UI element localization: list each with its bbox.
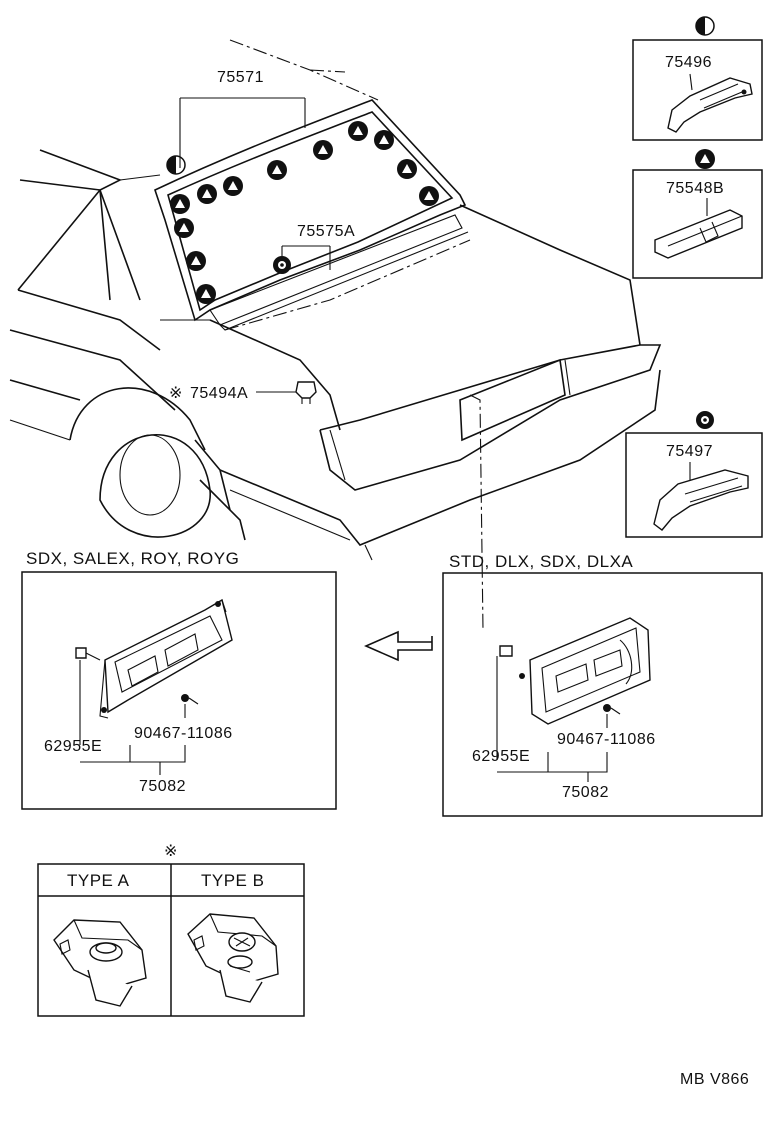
clip-62955e-right — [499, 645, 513, 657]
license-bracket-left-illustration — [99, 598, 233, 719]
triangle-clip-icon — [186, 251, 206, 271]
triangle-clip-icon — [419, 186, 439, 206]
triangle-clip-icon — [397, 159, 417, 179]
variant-header-left: SDX, SALEX, ROY, ROYG — [26, 549, 239, 568]
triangle-clip-icon — [267, 160, 287, 180]
clip-position-markers — [170, 121, 439, 304]
triangle-clip-icon — [196, 284, 216, 304]
part-box-75496 — [632, 39, 763, 141]
part-box-75548b — [632, 169, 763, 279]
part-label-75497: 75497 — [666, 443, 713, 460]
clip-type-a-illustration — [53, 919, 147, 1007]
screw-90467-right — [603, 704, 621, 715]
type-b-header: TYPE B — [201, 871, 264, 890]
callout-75575a: 75575A — [281, 223, 355, 270]
asterisk-mark: ※ — [169, 385, 183, 402]
ring-circle-icon — [273, 256, 291, 274]
variant-box-right — [442, 572, 763, 817]
asterisk-mark-table: ※ — [164, 843, 178, 860]
part-label-75571: 75571 — [217, 69, 264, 86]
triangle-clip-icon — [197, 184, 217, 204]
arrow-left-icon — [364, 630, 433, 662]
part-label-90467-left: 90467-11086 — [134, 725, 233, 742]
triangle-clip-icon — [348, 121, 368, 141]
type-a-header: TYPE A — [67, 871, 130, 890]
part-box-75497 — [625, 432, 763, 538]
screw-90467-left — [181, 694, 199, 705]
triangle-clip-icon — [174, 218, 194, 238]
clip-75548b-illustration — [654, 198, 743, 259]
half-circle-icon — [166, 155, 186, 175]
footer-code: MB V866 — [680, 1071, 749, 1088]
half-circle-icon — [695, 16, 715, 36]
triangle-clip-icon — [313, 140, 333, 160]
part-label-75575a: 75575A — [297, 223, 355, 240]
part-label-90467-right: 90467-11086 — [557, 731, 656, 748]
triangle-clip-icon — [695, 149, 715, 169]
bracket-75497-illustration — [653, 462, 749, 531]
car-body-illustration — [9, 39, 662, 631]
part-label-75548b: 75548B — [666, 180, 724, 197]
triangle-clip-icon — [170, 194, 190, 214]
part-label-75496: 75496 — [665, 54, 712, 71]
clip-62955e-left — [75, 647, 101, 661]
callout-75571: 75571 — [179, 69, 306, 168]
callout-75494a: ※ 75494A — [169, 381, 317, 404]
ring-circle-icon — [696, 411, 714, 429]
variant-header-right: STD, DLX, SDX, DLXA — [449, 552, 633, 571]
clip-type-b-illustration — [187, 913, 279, 1003]
triangle-clip-icon — [223, 176, 243, 196]
bracket-75496-illustration — [667, 73, 753, 133]
license-bracket-right-illustration — [519, 617, 651, 725]
part-label-62955e-right: 62955E — [472, 748, 530, 765]
part-label-75082-left: 75082 — [139, 778, 186, 795]
part-label-75494a: 75494A — [190, 385, 248, 402]
variant-box-left — [21, 571, 337, 810]
part-label-75082-right: 75082 — [562, 784, 609, 801]
triangle-clip-icon — [374, 130, 394, 150]
part-label-62955e-left: 62955E — [44, 738, 102, 755]
